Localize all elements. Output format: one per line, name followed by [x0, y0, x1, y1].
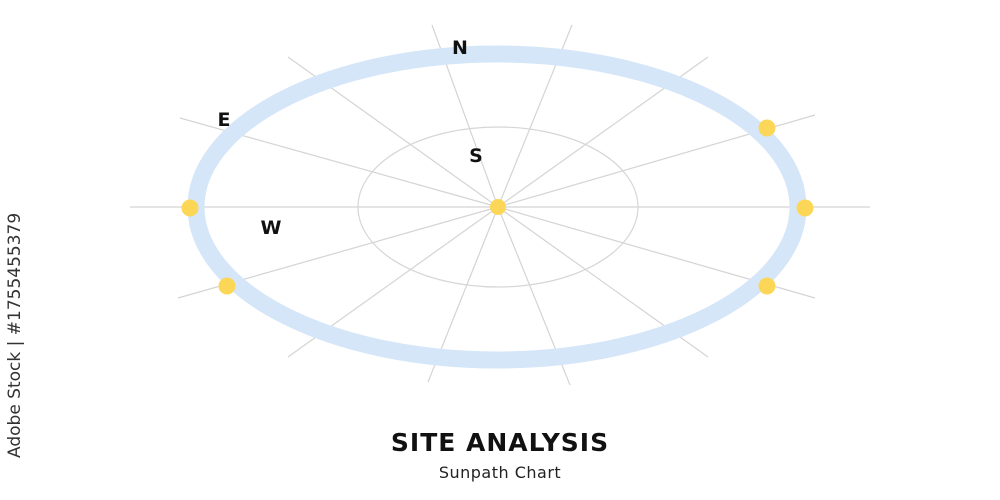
compass-label-east: E — [218, 109, 231, 131]
sun-marker — [181, 199, 199, 217]
sun-markers — [181, 119, 814, 295]
compass-label-south: S — [469, 145, 483, 167]
sun-marker — [490, 199, 506, 215]
stock-id-watermark: Adobe Stock | #1755455379 — [5, 212, 25, 458]
compass-label-west: W — [261, 217, 282, 239]
diagram-title: SITE ANALYSIS — [390, 428, 610, 457]
compass-label-north: N — [452, 37, 468, 59]
inner-ring — [357, 126, 639, 288]
sun-marker — [218, 277, 236, 295]
sun-marker — [796, 199, 814, 217]
sun-marker — [758, 119, 776, 137]
sun-marker — [758, 277, 776, 295]
diagram-subtitle: Sunpath Chart — [438, 463, 562, 482]
